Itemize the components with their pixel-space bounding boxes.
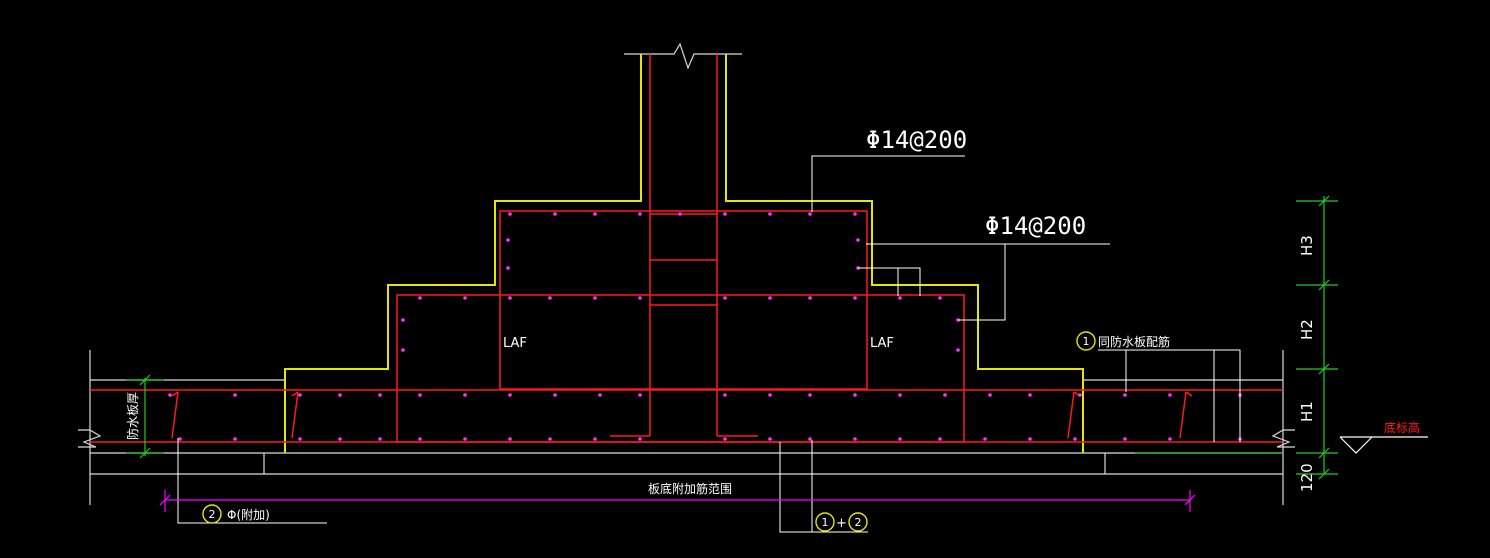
slab-thickness-label: 防水板厚 (125, 392, 140, 440)
leader-lines (177, 155, 1241, 533)
rebar-dots (168, 212, 1242, 441)
laf-label-left: LAF (503, 336, 527, 351)
marker-combo-2-text: 2 (855, 516, 862, 529)
slab-thickness-dimension (126, 374, 164, 459)
marker-circles (202, 331, 1096, 532)
rebar-lines (90, 54, 1283, 443)
rebar-spec-mid: Φ14@200 (985, 212, 1086, 240)
dim-h3: H3 (1298, 235, 1316, 256)
break-symbols (78, 42, 1295, 448)
dim-120: 120 (1298, 463, 1316, 492)
added-rebar-range-line (159, 490, 1196, 512)
plus-sign: + (836, 516, 847, 531)
added-rebar-range-label: 板底附加筋范围 (648, 481, 732, 496)
rebar-spec-top: Φ14@200 (866, 126, 967, 154)
marker-combo-1-text: 1 (822, 516, 829, 529)
laf-label-right: LAF (870, 336, 894, 351)
height-dimensions (1135, 195, 1338, 480)
marker-2-text: 2 (209, 508, 216, 521)
concrete-outline (284, 54, 642, 453)
bottom-level-label: 底标高 (1384, 420, 1420, 435)
elevation-symbol (1339, 436, 1428, 454)
added-rebar-label: Φ(附加) (227, 508, 270, 522)
same-slab-rebar-label: 同防水板配筋 (1098, 334, 1170, 349)
dim-h2: H2 (1298, 319, 1316, 340)
slab-lines (89, 350, 1284, 505)
dim-h1: H1 (1298, 401, 1316, 422)
concrete-outline-right (725, 54, 1084, 453)
marker-1-text: 1 (1083, 335, 1090, 348)
